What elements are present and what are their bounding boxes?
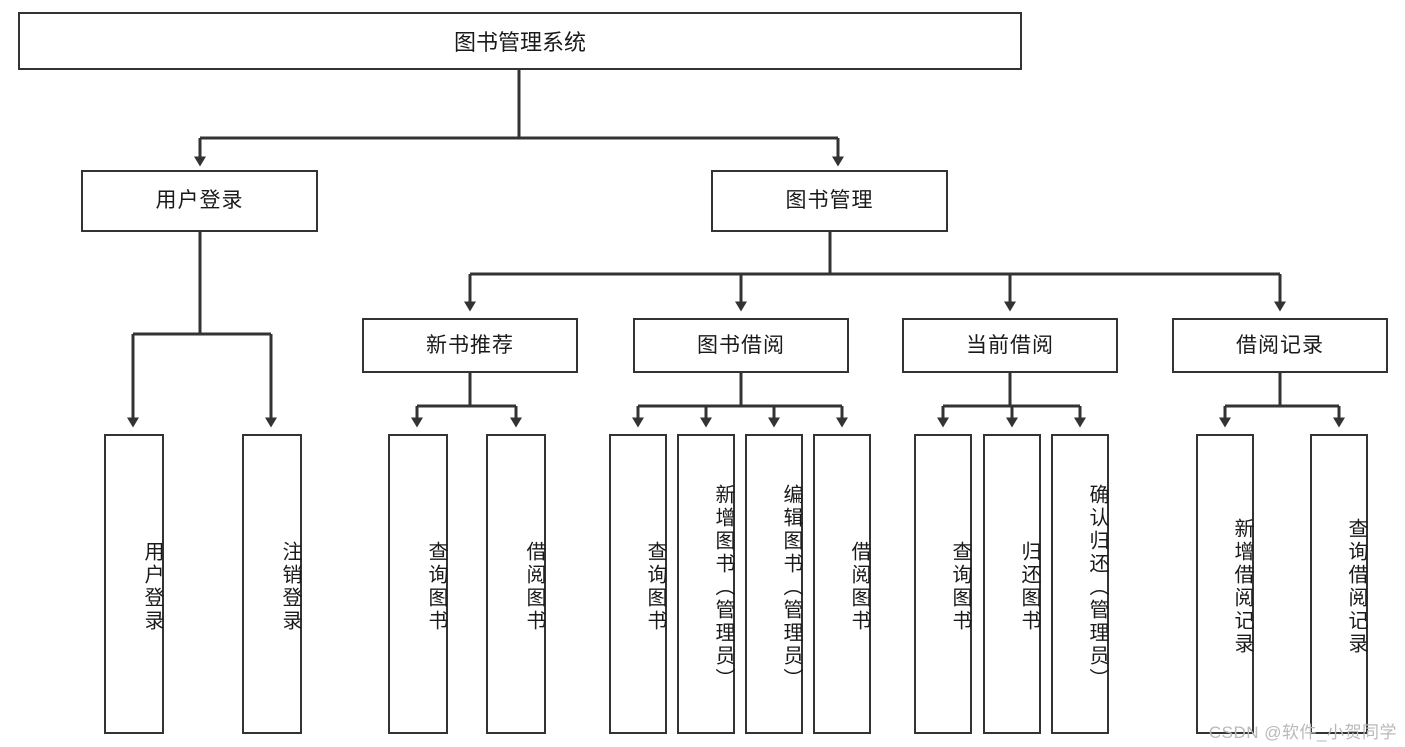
watermark: CSDN @软件_小贺同学 [1208, 723, 1397, 742]
leaf-add-book-label: 新增图书（管理员） [712, 483, 734, 691]
leaf-borrow-book-2[interactable]: 借阅图书 [813, 434, 871, 734]
leaf-query-record[interactable]: 查询借阅记录 [1310, 434, 1368, 734]
node-root-label: 图书管理系统 [453, 30, 586, 55]
leaf-query-record-label: 查询借阅记录 [1345, 518, 1367, 656]
node-borrow-record[interactable]: 借阅记录 [1172, 318, 1388, 373]
leaf-confirm-return[interactable]: 确认归还（管理员） [1051, 434, 1109, 734]
leaf-edit-book[interactable]: 编辑图书（管理员） [745, 434, 803, 734]
leaf-query-book-3[interactable]: 查询图书 [914, 434, 972, 734]
leaf-query-book-1-label: 查询图书 [425, 541, 447, 633]
node-book-borrow-label: 图书借阅 [697, 333, 785, 357]
node-new-book-recommend[interactable]: 新书推荐 [362, 318, 578, 373]
leaf-confirm-return-label: 确认归还（管理员） [1086, 483, 1108, 691]
leaf-query-book-1[interactable]: 查询图书 [388, 434, 448, 734]
node-borrow-record-label: 借阅记录 [1236, 333, 1324, 357]
node-user-login[interactable]: 用户登录 [81, 170, 318, 232]
leaf-query-book-2[interactable]: 查询图书 [609, 434, 667, 734]
node-book-manage-label: 图书管理 [785, 189, 874, 213]
node-current-borrow-label: 当前借阅 [966, 333, 1054, 357]
leaf-add-record[interactable]: 新增借阅记录 [1196, 434, 1254, 734]
node-book-borrow[interactable]: 图书借阅 [633, 318, 849, 373]
node-book-manage[interactable]: 图书管理 [711, 170, 948, 232]
leaf-add-book[interactable]: 新增图书（管理员） [677, 434, 735, 734]
node-user-login-label: 用户登录 [155, 189, 244, 213]
leaf-user-login[interactable]: 用户登录 [104, 434, 164, 734]
node-new-book-recommend-label: 新书推荐 [426, 333, 514, 357]
leaf-borrow-book-1[interactable]: 借阅图书 [486, 434, 546, 734]
leaf-add-record-label: 新增借阅记录 [1231, 518, 1253, 656]
leaf-logout-login[interactable]: 注销登录 [242, 434, 302, 734]
node-root[interactable]: 图书管理系统 [18, 12, 1022, 70]
leaf-logout-login-label: 注销登录 [279, 541, 301, 633]
leaf-borrow-book-1-label: 借阅图书 [523, 541, 545, 633]
leaf-edit-book-label: 编辑图书（管理员） [780, 483, 802, 691]
leaf-return-book-label: 归还图书 [1018, 541, 1040, 633]
leaf-return-book[interactable]: 归还图书 [983, 434, 1041, 734]
leaf-query-book-2-label: 查询图书 [644, 541, 666, 633]
leaf-user-login-label: 用户登录 [141, 541, 163, 633]
leaf-query-book-3-label: 查询图书 [949, 541, 971, 633]
node-current-borrow[interactable]: 当前借阅 [902, 318, 1118, 373]
leaf-borrow-book-2-label: 借阅图书 [848, 541, 870, 633]
